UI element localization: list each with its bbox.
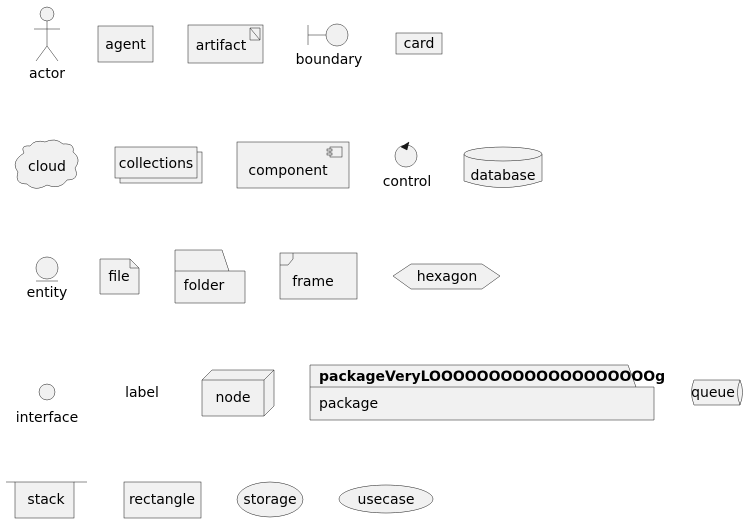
boundary-label: boundary: [296, 52, 363, 68]
rectangle-element: rectangle: [123, 481, 202, 519]
usecase-label: usecase: [358, 492, 415, 508]
frame-label: frame: [292, 274, 334, 290]
agent-label: agent: [105, 37, 146, 53]
node-element: node: [201, 369, 275, 417]
package-body-label: package: [319, 396, 378, 412]
folder-label: folder: [184, 278, 225, 294]
boundary-element: boundary: [296, 23, 363, 68]
rectangle-label: rectangle: [129, 492, 195, 508]
frame-element: frame: [279, 252, 358, 300]
collections-element: collections: [114, 146, 203, 184]
card-label: card: [404, 36, 435, 52]
package-element: packageVeryLOOOOOOOOOOOOOOOOOOOg package: [309, 364, 665, 421]
node-label: node: [216, 390, 251, 406]
queue-label: queue: [691, 385, 735, 401]
label-element: label: [125, 385, 159, 401]
entity-element: entity: [27, 256, 68, 301]
component-label: component: [248, 163, 328, 179]
cloud-element: cloud: [14, 139, 79, 189]
database-element: database: [463, 146, 543, 188]
storage-element: storage: [236, 481, 304, 518]
cloud-label: cloud: [28, 159, 66, 175]
interface-label: interface: [16, 410, 78, 426]
usecase-element: usecase: [338, 484, 434, 514]
actor-label: actor: [29, 66, 65, 82]
collections-label: collections: [119, 156, 193, 172]
control-element: control: [383, 141, 432, 190]
card-element: card: [395, 32, 443, 55]
component-element: component: [236, 141, 350, 189]
actor-element: actor: [29, 6, 65, 82]
package-title: packageVeryLOOOOOOOOOOOOOOOOOOOg: [319, 369, 665, 385]
folder-element: folder: [174, 249, 246, 304]
artifact-label: artifact: [196, 38, 247, 54]
stack-element: stack: [6, 481, 87, 519]
interface-element: interface: [16, 383, 78, 426]
storage-label: storage: [243, 492, 296, 508]
label-text: label: [125, 385, 159, 401]
control-label: control: [383, 174, 432, 190]
agent-element: agent: [97, 25, 154, 63]
hexagon-element: hexagon: [392, 263, 501, 290]
artifact-element: artifact: [187, 24, 264, 64]
stack-label: stack: [27, 492, 65, 508]
database-label: database: [471, 168, 536, 184]
hexagon-label: hexagon: [417, 269, 477, 285]
file-element: file: [99, 258, 140, 295]
file-label: file: [108, 269, 129, 285]
queue-element: queue: [691, 379, 743, 406]
entity-label: entity: [27, 285, 68, 301]
